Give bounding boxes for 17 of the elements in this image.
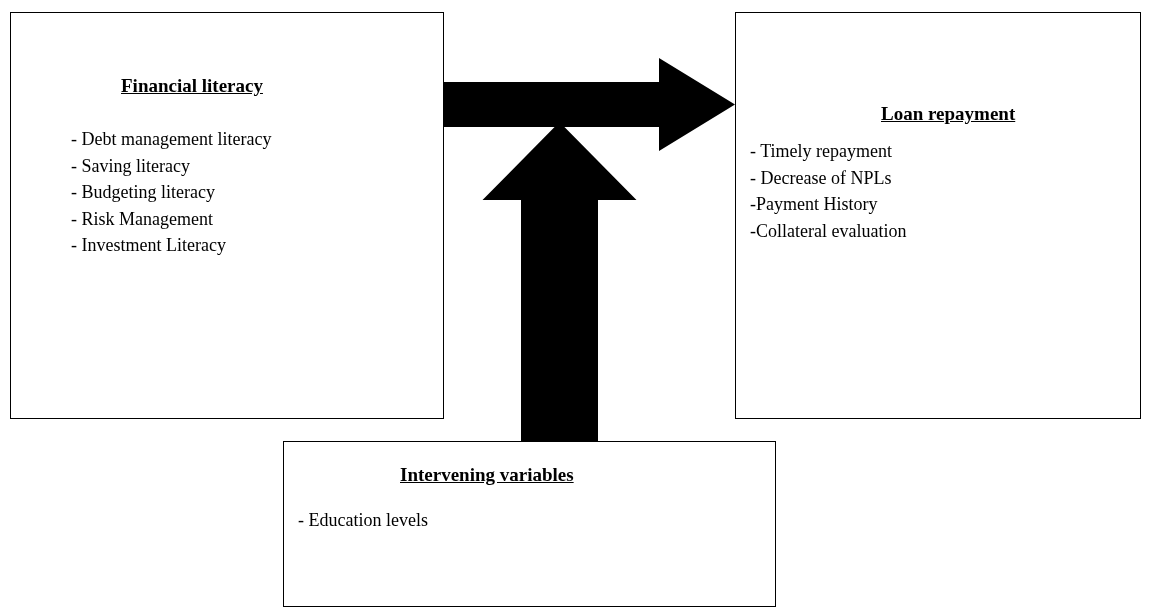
concept-box bbox=[283, 441, 776, 607]
concept-box bbox=[735, 12, 1141, 419]
list-item: -Collateral evaluation bbox=[750, 220, 907, 242]
list-item: - Debt management literacy bbox=[71, 129, 272, 150]
list-item: - Saving literacy bbox=[71, 155, 190, 177]
list-item: - Budgeting literacy bbox=[71, 182, 215, 203]
list-item: -Payment History bbox=[750, 194, 878, 215]
list-item: - Risk Management bbox=[71, 208, 213, 230]
list-item: - Timely repayment bbox=[750, 141, 892, 162]
box-heading: Financial literacy bbox=[121, 75, 263, 97]
concept-box bbox=[10, 12, 444, 419]
block-arrow bbox=[444, 58, 735, 151]
list-item: - Investment Literacy bbox=[71, 235, 226, 256]
list-item: - Education levels bbox=[298, 510, 428, 531]
box-heading: Loan repayment bbox=[881, 103, 1016, 125]
box-heading: Intervening variables bbox=[400, 464, 574, 486]
list-item: - Decrease of NPLs bbox=[750, 167, 892, 189]
